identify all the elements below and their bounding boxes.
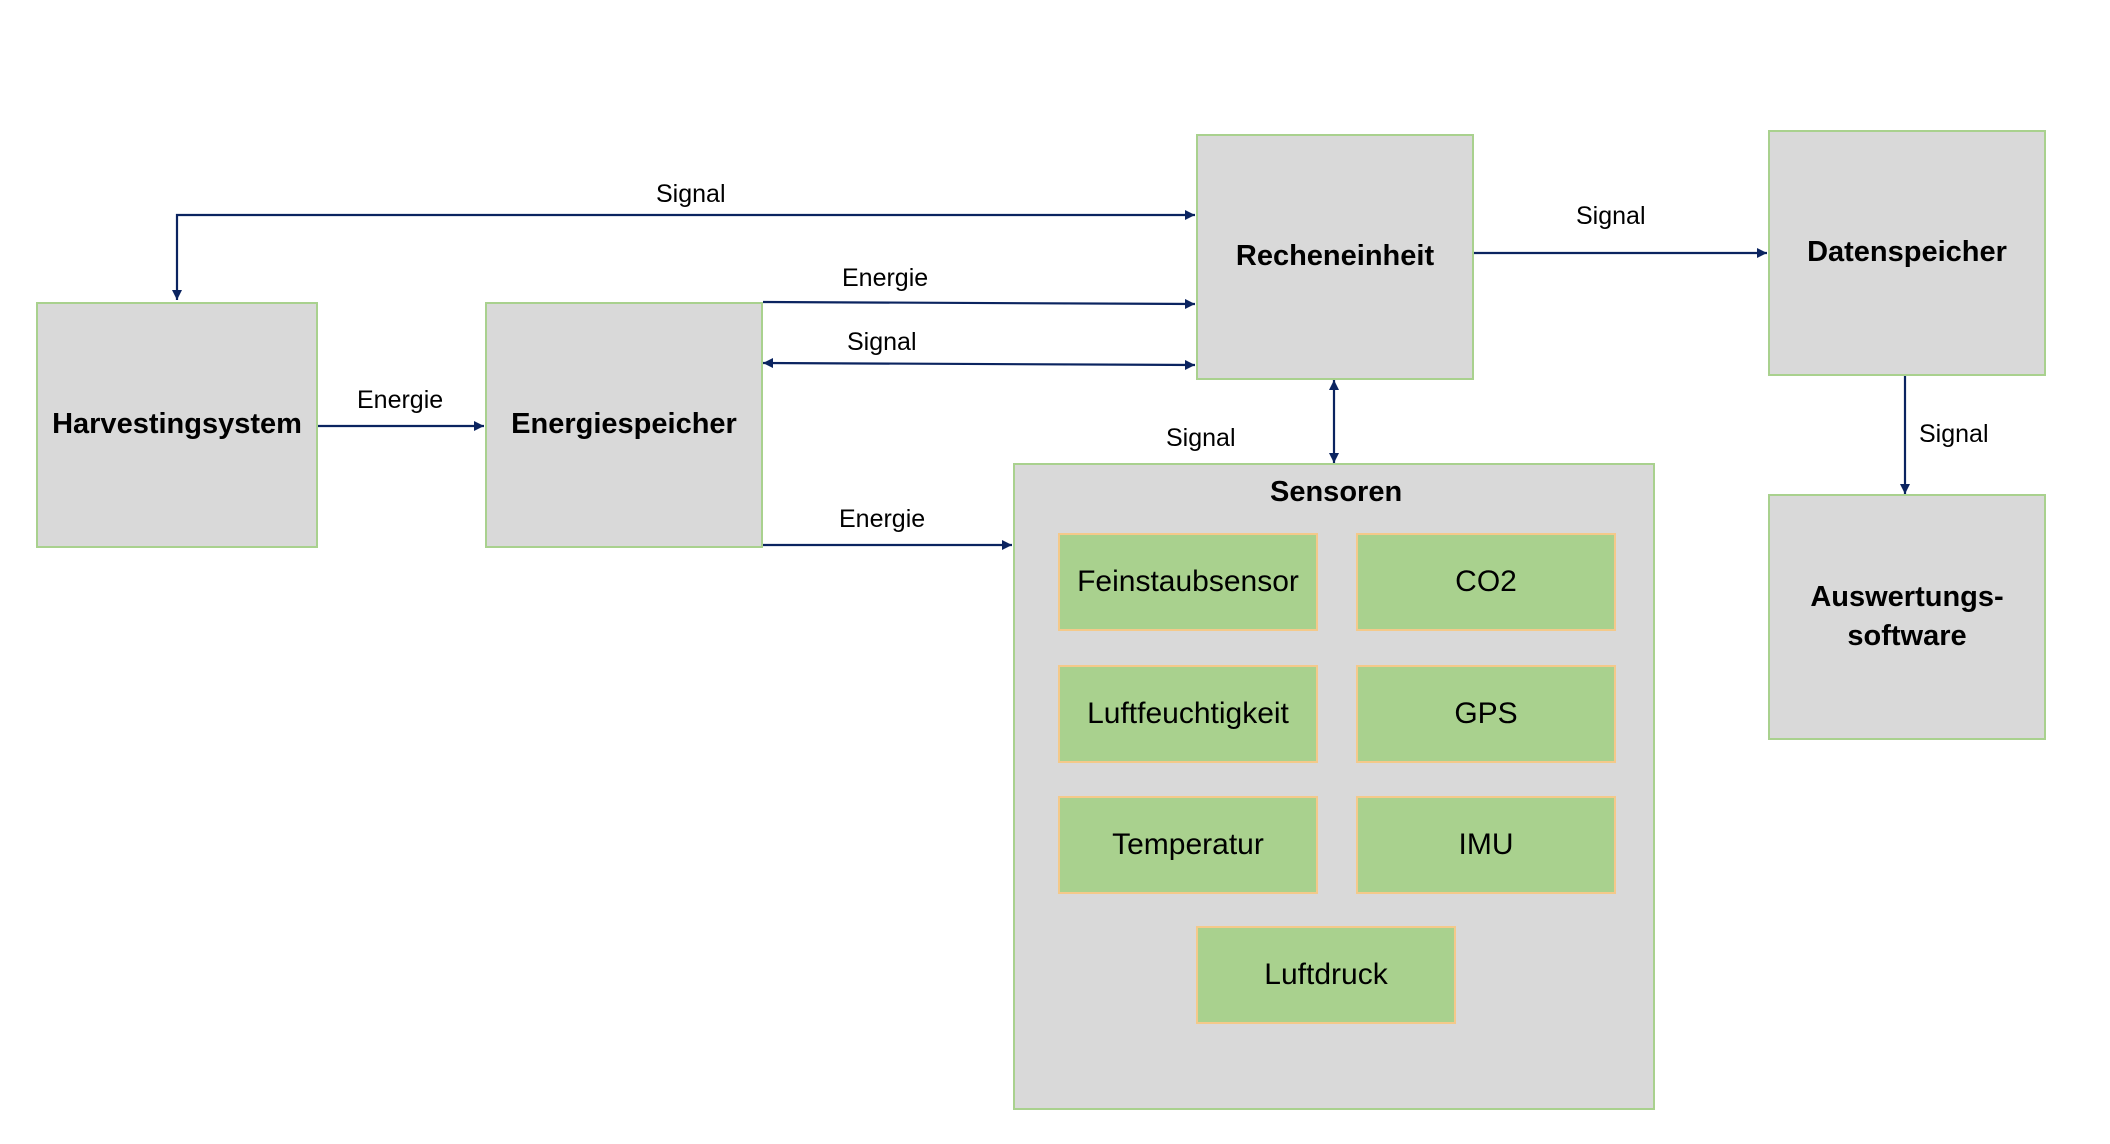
block-auswertung-label-line2: software (1847, 620, 1967, 652)
arrow-signal-rechen-harvesting (172, 210, 1195, 300)
sensor-temperatur: Temperatur (1058, 796, 1318, 894)
block-recheneinheit: Recheneinheit (1196, 134, 1474, 380)
label-energie-store-sensor: Energie (839, 505, 926, 533)
block-harvestingsystem-label: Harvestingsystem (52, 408, 302, 441)
label-energie-harvest-store: Energie (357, 386, 444, 414)
block-datenspeicher: Datenspeicher (1768, 130, 2046, 376)
block-auswertung-label-line1: Auswertungs- (1810, 580, 2004, 613)
block-datenspeicher-label: Datenspeicher (1807, 236, 2007, 269)
sensor-feinstaubsensor: Feinstaubsensor (1058, 533, 1318, 631)
sensor-co2: CO2 (1356, 533, 1616, 631)
label-signal-store-rechen: Signal (847, 328, 917, 356)
label-signal-rechen-sensor: Signal (1166, 424, 1236, 452)
sensoren-title: Sensoren (1270, 476, 1403, 508)
label-signal-top: Signal (656, 180, 726, 208)
sensor-gps: GPS (1356, 665, 1616, 763)
arrow-signal-energiespeicher-recheneinheit (762, 358, 1196, 370)
sensor-luftfeuchtigkeit: Luftfeuchtigkeit (1058, 665, 1318, 763)
block-energiespeicher-label: Energiespeicher (511, 408, 737, 441)
label-energie-store-rechen: Energie (842, 264, 929, 292)
label-signal-rechen-daten: Signal (1576, 202, 1646, 230)
block-energiespeicher: Energiespeicher (485, 302, 763, 548)
block-recheneinheit-label: Recheneinheit (1235, 240, 1435, 273)
block-auswertungssoftware: Auswertungs- software (1768, 494, 2046, 740)
block-harvestingsystem: Harvestingsystem (36, 302, 318, 548)
arrow-energie-energiespeicher-recheneinheit (762, 298, 1196, 309)
label-signal-daten-auswertung: Signal (1919, 420, 1989, 448)
sensor-imu: IMU (1356, 796, 1616, 894)
sensor-luftdruck: Luftdruck (1196, 926, 1456, 1024)
